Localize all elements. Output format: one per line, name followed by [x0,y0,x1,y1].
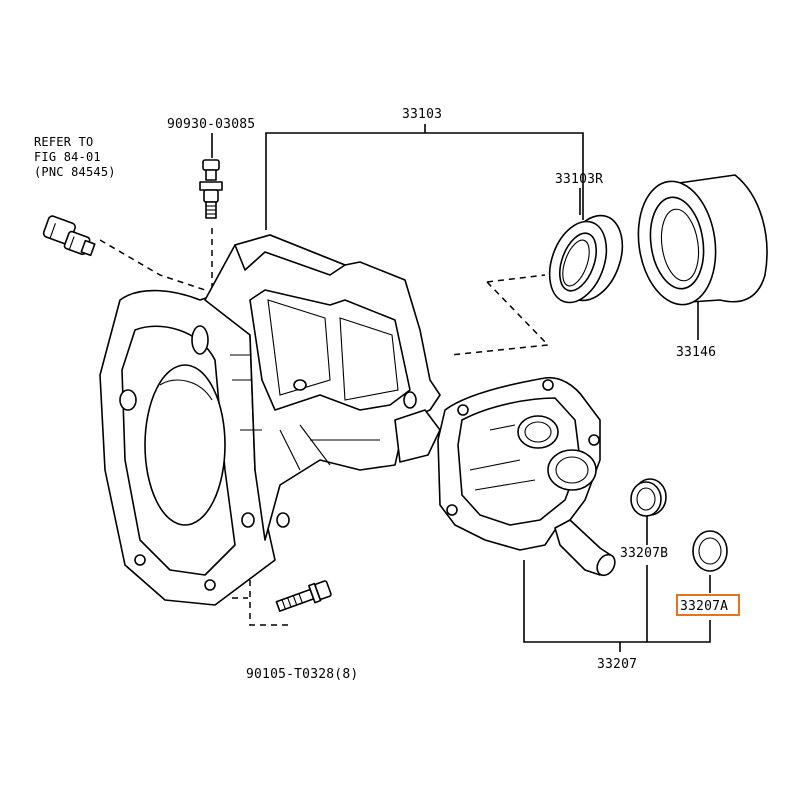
label-90930-03085[interactable]: 90930-03085 [167,117,255,132]
label-90105-T0328[interactable]: 90105-T0328(8) [246,667,358,682]
refer-note-line3: (PNC 84545) [34,165,116,179]
dust-cover-33146-icon[interactable] [631,174,768,310]
label-33207[interactable]: 33207 [597,657,637,672]
label-33146[interactable]: 33146 [676,345,716,360]
oil-seal-33103R-icon[interactable] [539,207,633,310]
transmission-case-33103[interactable] [99,234,441,606]
label-33103R[interactable]: 33103R [555,172,603,187]
speed-sensor-icon[interactable] [42,215,96,257]
leader-33207 [523,516,711,652]
extension-housing-33207[interactable] [437,376,618,579]
refer-note-line2: FIG 84-01 [34,150,101,164]
seal-33207A-icon[interactable] [692,530,728,572]
breather-plug-icon[interactable] [199,159,223,219]
leader-33103 [265,124,584,230]
label-33207B[interactable]: 33207B [620,546,668,561]
assembly-dashes [99,228,550,626]
refer-note-line1: REFER TO [34,135,93,149]
seal-33207B-icon[interactable] [630,478,667,517]
selected-part-highlight [676,594,740,616]
label-33103[interactable]: 33103 [402,107,442,122]
label-33207A[interactable]: 33207A [680,599,728,614]
bolt-90105-icon[interactable] [275,580,332,615]
